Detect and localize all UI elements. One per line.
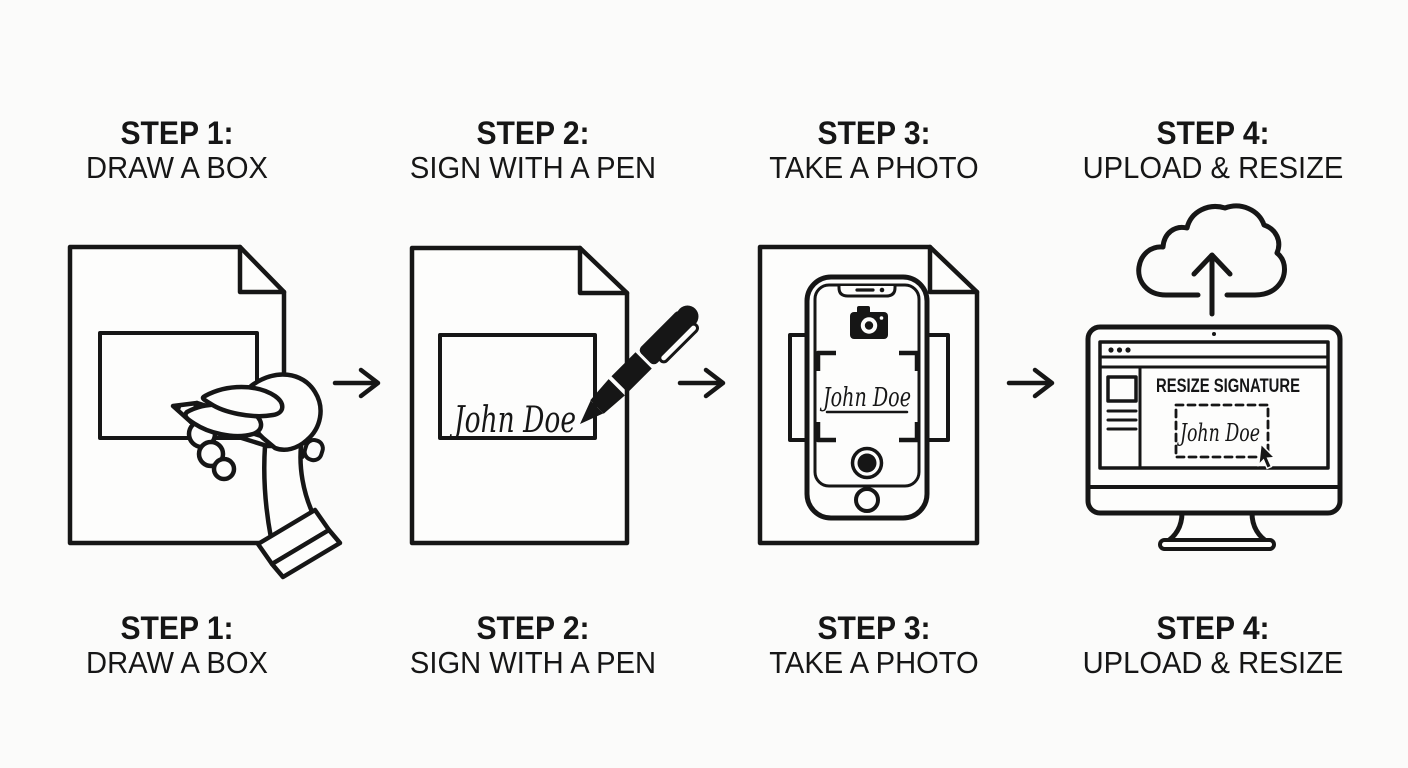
step1-caption: DRAW A BOX bbox=[86, 645, 268, 680]
arrow-right-icon bbox=[1006, 367, 1055, 399]
signature-box bbox=[438, 333, 597, 440]
webcam-dot bbox=[1212, 332, 1216, 336]
step4-illustration: RESIZE SIGNATURE John Doe bbox=[1085, 203, 1343, 551]
step1-label: STEP 1: bbox=[120, 115, 234, 151]
browser-window bbox=[1098, 340, 1330, 470]
step3-caption: TAKE A PHOTO bbox=[769, 150, 979, 185]
step1-title-bottom: STEP 1: DRAW A BOX bbox=[8, 611, 346, 680]
step2-caption: SIGN WITH A PEN bbox=[409, 150, 657, 185]
step1-caption: DRAW A BOX bbox=[86, 150, 268, 185]
step2-caption: SIGN WITH A PEN bbox=[409, 645, 657, 680]
sidebar-lines bbox=[1106, 409, 1138, 431]
cursor-icon bbox=[1257, 442, 1277, 470]
step4-label: STEP 4: bbox=[1156, 610, 1270, 646]
hand-icon bbox=[183, 372, 343, 580]
step3-caption: TAKE A PHOTO bbox=[769, 645, 979, 680]
step1-label: STEP 1: bbox=[120, 610, 234, 646]
signature-text: John Doe bbox=[449, 400, 576, 441]
home-button bbox=[854, 487, 880, 513]
step2-title-top: STEP 2: SIGN WITH A PEN bbox=[364, 116, 702, 185]
step2-label: STEP 2: bbox=[476, 610, 590, 646]
signature-text: John Doe bbox=[819, 383, 911, 413]
step4-title-top: STEP 4: UPLOAD & RESIZE bbox=[1044, 116, 1382, 185]
step1-illustration bbox=[67, 244, 343, 580]
signature-text: John Doe bbox=[1176, 419, 1260, 447]
paper-icon bbox=[409, 245, 630, 546]
camera-icon bbox=[850, 306, 888, 339]
step2-title-bottom: STEP 2: SIGN WITH A PEN bbox=[364, 611, 702, 680]
shutter-button bbox=[850, 446, 884, 480]
step4-caption: UPLOAD & RESIZE bbox=[1082, 150, 1344, 185]
step4-caption: UPLOAD & RESIZE bbox=[1082, 645, 1344, 680]
step3-title-top: STEP 3: TAKE A PHOTO bbox=[705, 116, 1043, 185]
arrow-right-icon bbox=[677, 367, 726, 399]
step3-label: STEP 3: bbox=[817, 115, 931, 151]
sidebar-thumbnail bbox=[1106, 375, 1138, 403]
step2-label: STEP 2: bbox=[476, 115, 590, 151]
cloud-upload-icon bbox=[1136, 203, 1287, 298]
pen-icon bbox=[580, 305, 699, 424]
step1-title-top: STEP 1: DRAW A BOX bbox=[8, 116, 346, 185]
window-controls-dots bbox=[1108, 347, 1131, 353]
step2-illustration: John Doe bbox=[409, 245, 699, 546]
step4-title-bottom: STEP 4: UPLOAD & RESIZE bbox=[1044, 611, 1382, 680]
arrow-right-icon bbox=[332, 367, 381, 399]
step3-title-bottom: STEP 3: TAKE A PHOTO bbox=[705, 611, 1043, 680]
resize-heading: RESIZE SIGNATURE bbox=[1156, 376, 1300, 397]
step3-label: STEP 3: bbox=[817, 610, 931, 646]
step3-illustration: John Doe bbox=[757, 244, 980, 546]
viewfinder-brackets bbox=[815, 350, 920, 443]
phone-icon bbox=[804, 274, 930, 521]
upload-arrow-icon bbox=[1191, 252, 1233, 317]
monitor-base bbox=[1158, 538, 1276, 551]
step4-label: STEP 4: bbox=[1156, 115, 1270, 151]
